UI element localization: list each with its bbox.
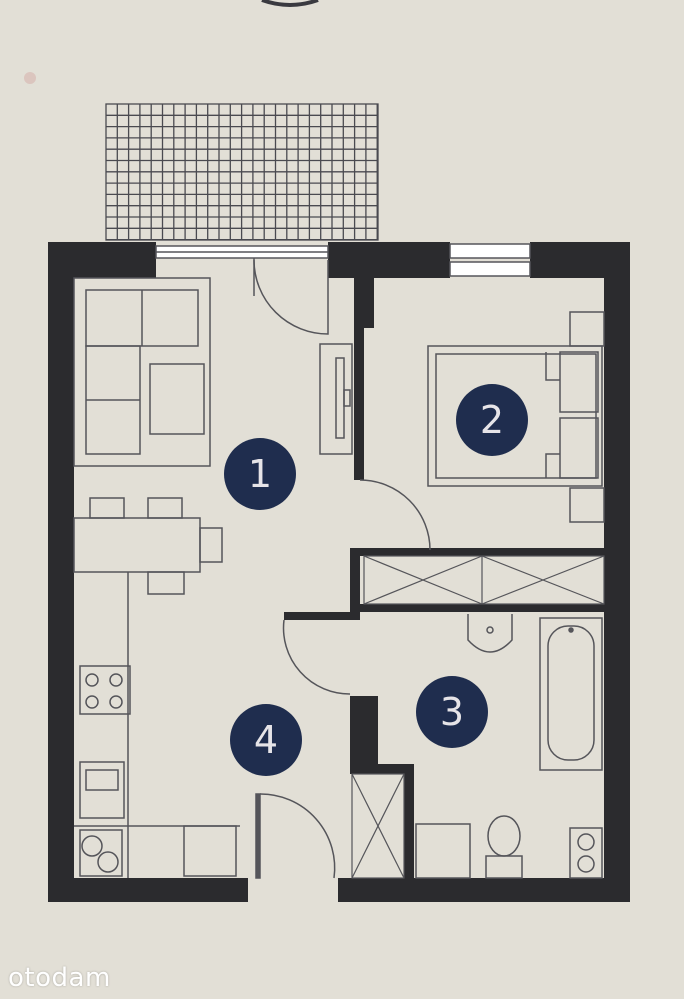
dining-table [73, 497, 223, 595]
kitchen-counter [74, 572, 240, 878]
tv-unit [319, 343, 353, 455]
room-label-2: 2 [480, 398, 504, 442]
cropped-top-mark [261, 0, 319, 7]
sofa [73, 277, 211, 467]
room-label-4: 4 [254, 718, 278, 762]
radiator [569, 827, 603, 879]
wardrobe [363, 555, 605, 605]
bathtub [539, 617, 603, 771]
room-marker-1: 1 [224, 438, 296, 510]
washbasin [467, 614, 513, 653]
room-marker-4: 4 [230, 704, 302, 776]
balcony [105, 103, 379, 241]
outer-walls [48, 242, 630, 902]
room-label-1: 1 [248, 452, 272, 496]
interior-walls [284, 278, 604, 878]
toilet [485, 815, 523, 879]
windows [155, 243, 531, 277]
room-marker-3: 3 [416, 676, 488, 748]
bed [427, 345, 603, 487]
hall-wardrobe [351, 773, 405, 879]
watermark-logo: otodam [8, 963, 111, 993]
room-marker-2: 2 [456, 384, 528, 456]
washing-machine [415, 823, 471, 879]
nightstand-top [569, 311, 605, 347]
stain-mark [24, 72, 36, 84]
nightstand-bottom [569, 487, 605, 523]
coffee-table [149, 363, 205, 435]
doors [253, 258, 431, 879]
room-label-3: 3 [440, 690, 464, 734]
